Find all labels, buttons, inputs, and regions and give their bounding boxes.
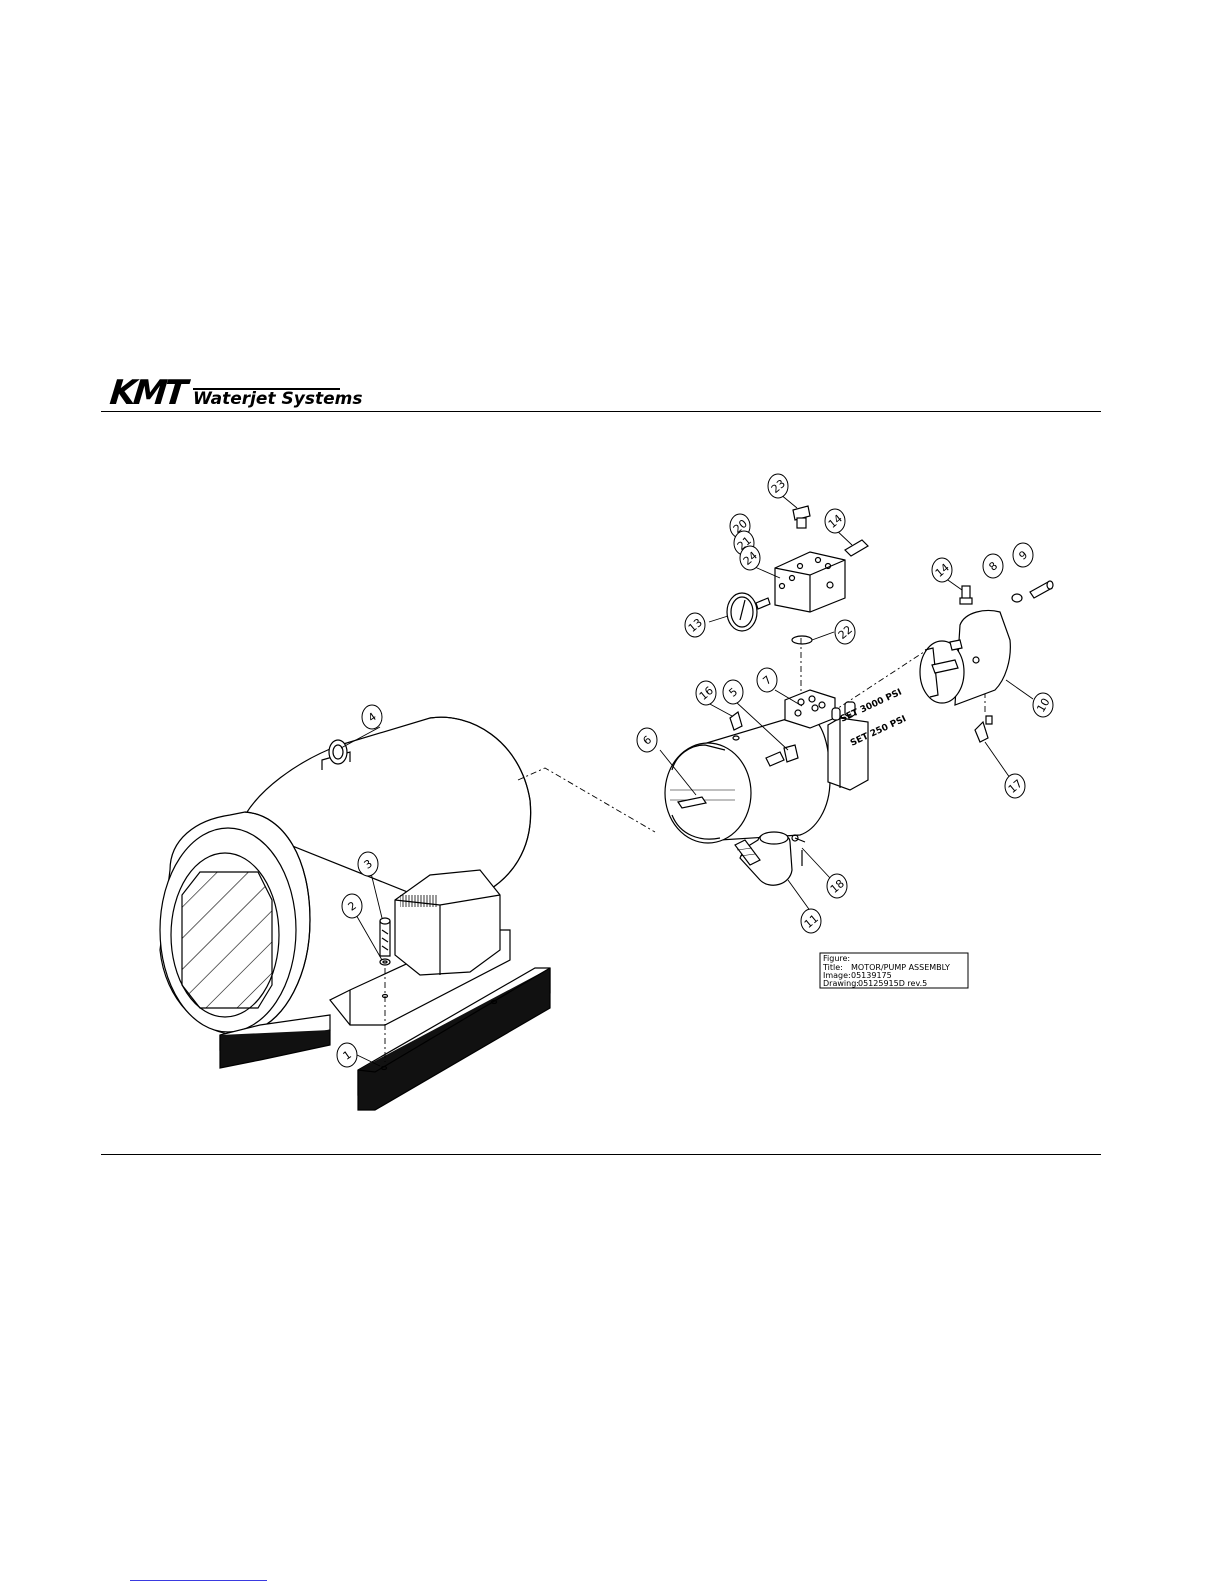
balloon-part-14a: 14 [825, 509, 845, 533]
pump-adapter [920, 581, 1053, 742]
balloon-part-18: 18 [827, 874, 847, 898]
balloon-part-11: 11 [801, 909, 821, 933]
footer-link-underline [130, 1580, 267, 1581]
balloon-part-17: 17 [1005, 774, 1025, 798]
balloon-part-14b: 14 [932, 558, 952, 582]
balloon-part-1: 1 [337, 1043, 357, 1067]
balloon-part-6: 6 [637, 728, 657, 752]
balloon-part-16: 16 [696, 681, 716, 705]
hydraulic-pump [665, 690, 868, 885]
balloon-part-2: 2 [342, 894, 362, 918]
balloon-part-22: 22 [835, 620, 855, 644]
balloon-part-10: 10 [1033, 693, 1053, 717]
title-block-drawing-label: Drawing: [823, 979, 859, 988]
balloon-part-7: 7 [757, 668, 777, 692]
balloon-part-9: 9 [1013, 543, 1033, 567]
balloon-part-24: 24 [740, 546, 760, 570]
balloon-part-5: 5 [723, 680, 743, 704]
balloon-part-3: 3 [358, 852, 378, 876]
title-block-figure: Figure: [823, 954, 850, 963]
balloon-part-4: 4 [362, 705, 382, 729]
title-block: Figure: Title: MOTOR/PUMP ASSEMBLY Image… [820, 953, 968, 988]
motor [160, 717, 531, 1035]
balloon-part-23: 23 [768, 474, 788, 498]
title-block-drawing-value: 05125915D rev.5 [858, 979, 927, 988]
balloon-part-8: 8 [983, 554, 1003, 578]
balloon-part-13: 13 [685, 613, 705, 637]
